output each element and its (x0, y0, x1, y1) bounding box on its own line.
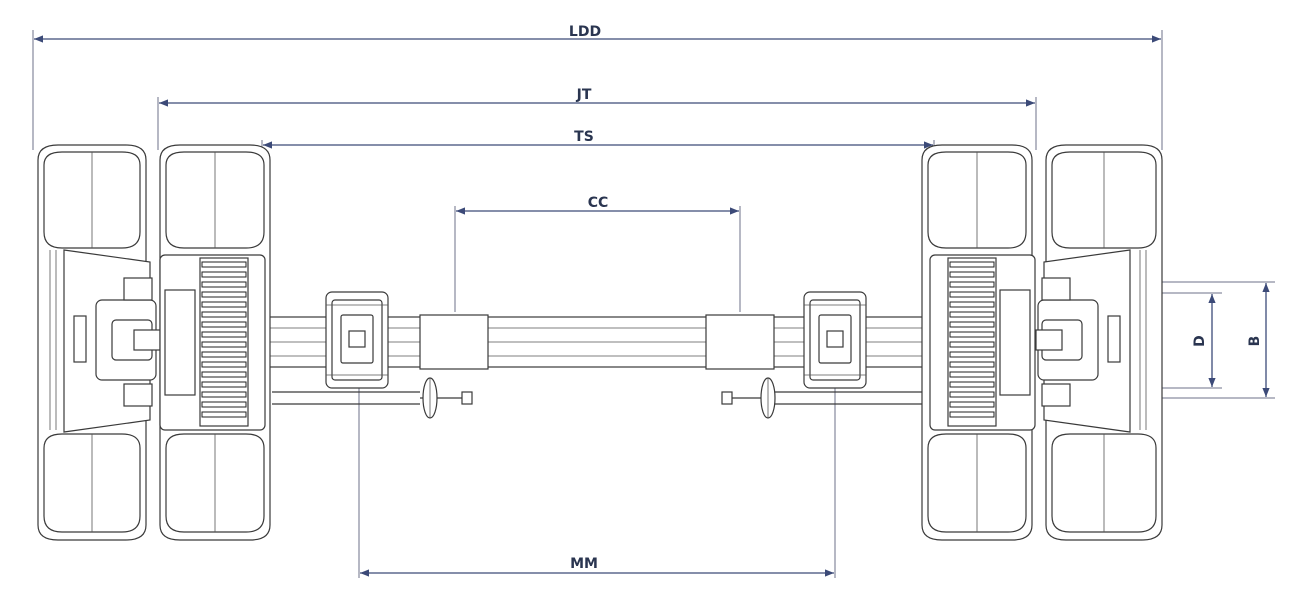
left-brake-drum (159, 254, 266, 431)
camshaft-left (420, 377, 473, 419)
left-drum-fins (201, 261, 247, 418)
left-hub (63, 249, 161, 433)
right-hub (1035, 249, 1131, 433)
mm-label: MM (570, 556, 598, 572)
dimension-ldd: LDD (32, 24, 1163, 150)
dimension-cc: CC (454, 195, 741, 312)
cc-label: CC (588, 195, 609, 211)
right-brake-drum (929, 254, 1036, 431)
dimension-jt: JT (157, 87, 1037, 150)
dimension-mm: MM (358, 388, 836, 578)
camshaft-right (721, 377, 776, 419)
right-drum-fins (949, 261, 995, 418)
ts-label: TS (574, 129, 594, 145)
dimension-ts: TS (261, 129, 935, 300)
b-label: B (1247, 336, 1263, 347)
d-label: D (1192, 335, 1208, 347)
right-wheel-group (921, 144, 1163, 541)
spring-seat-right (803, 291, 867, 389)
jt-label: JT (576, 87, 592, 103)
spring-seat-left (325, 291, 389, 389)
left-wheel-group (37, 144, 271, 541)
ldd-label: LDD (569, 24, 601, 40)
